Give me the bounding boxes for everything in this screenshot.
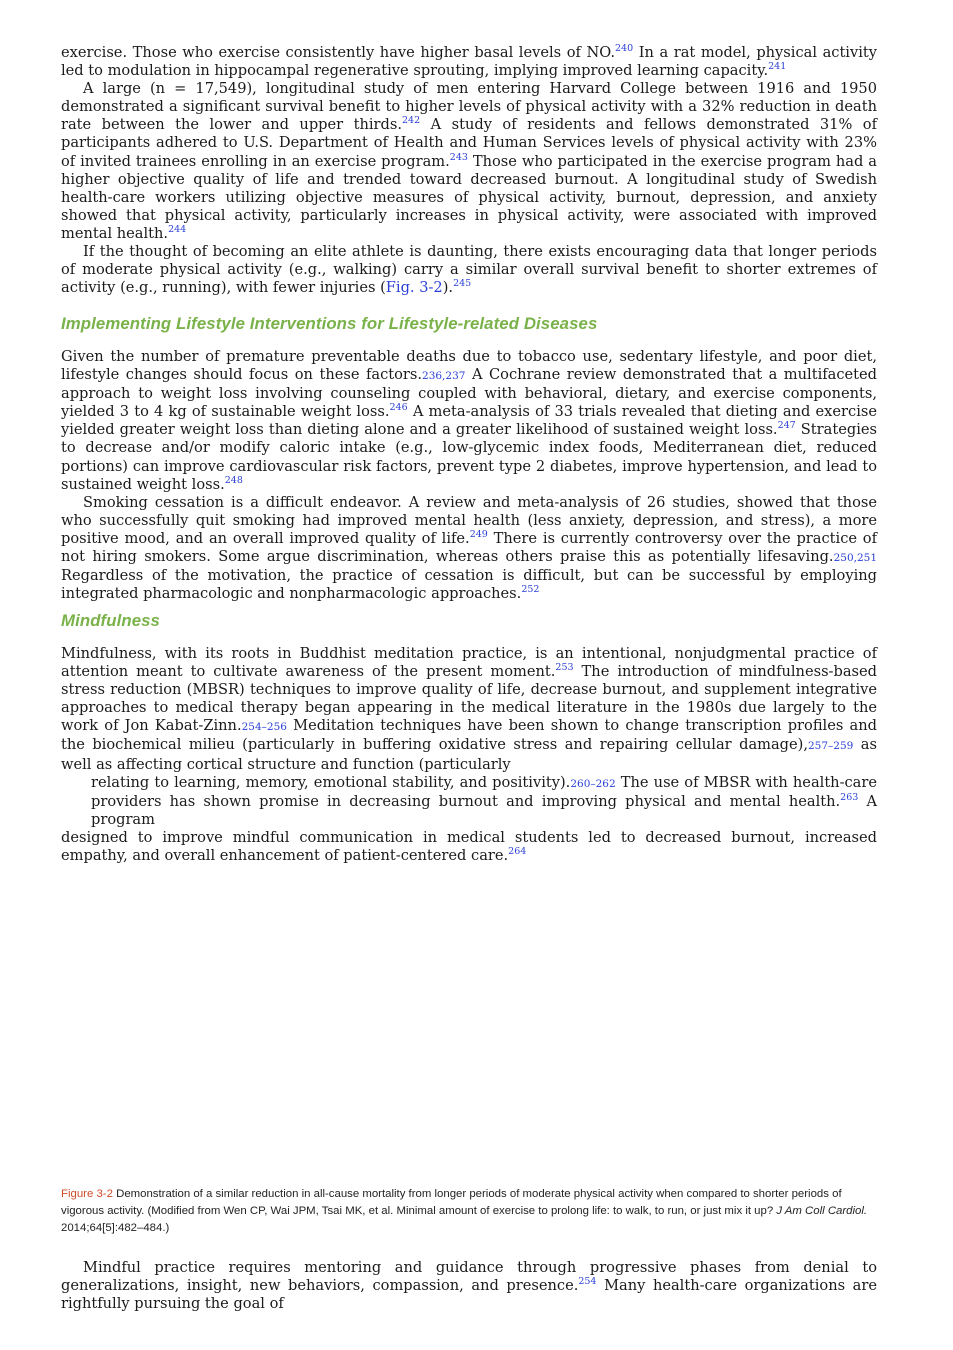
section-heading: Implementing Lifestyle Interventions for… xyxy=(61,314,598,333)
document-page: exercise. Those who exercise consistentl… xyxy=(61,44,877,1312)
paragraph: If the thought of becoming an elite athl… xyxy=(61,243,877,297)
closing-section: Mindful practice requires mentoring and … xyxy=(61,1259,877,1313)
reference-superscript[interactable]: 243 xyxy=(449,151,468,163)
reference-superscript[interactable]: 264 xyxy=(508,846,527,858)
figure-label: Figure 3-2 xyxy=(61,1188,113,1200)
reference-superscript[interactable]: 252 xyxy=(521,584,540,596)
reference-superscript[interactable]: 245 xyxy=(453,278,472,290)
implementing-section: Given the number of premature preventabl… xyxy=(61,348,877,603)
paragraph: exercise. Those who exercise consistentl… xyxy=(61,43,877,80)
reference-superscript[interactable]: 246 xyxy=(389,402,408,414)
reference-superscript[interactable]: 249 xyxy=(469,528,488,540)
figure-caption: Figure 3-2 Demonstration of a similar re… xyxy=(61,1188,868,1234)
reference-superscript[interactable]: 241 xyxy=(768,61,787,73)
figure-link[interactable]: Fig. 3-2 xyxy=(385,279,443,297)
paragraph: designed to improve mindful communicatio… xyxy=(61,828,877,865)
reference-superscript[interactable]: 253 xyxy=(555,662,574,674)
paragraph: Smoking cessation is a difficult endeavo… xyxy=(61,493,877,603)
reference-superscript[interactable]: 254 xyxy=(578,1276,597,1288)
paragraph: Mindful practice requires mentoring and … xyxy=(61,1259,877,1313)
reference-superscript[interactable]: 247 xyxy=(777,420,796,432)
reference-link[interactable]: 236,237 xyxy=(422,370,466,383)
reference-superscript[interactable]: 248 xyxy=(224,474,243,486)
mindfulness-section: Mindfulness, with its roots in Buddhist … xyxy=(61,645,877,865)
reference-superscript[interactable]: 242 xyxy=(401,115,421,127)
reference-superscript[interactable]: 263 xyxy=(840,791,859,803)
reference-link[interactable]: 250,251 xyxy=(833,552,877,565)
paragraph: Mindfulness, with its roots in Buddhist … xyxy=(61,645,877,773)
paragraph: Given the number of premature preventabl… xyxy=(61,348,877,493)
reference-superscript[interactable]: 244 xyxy=(168,223,187,235)
section-heading: Mindfulness xyxy=(61,611,160,630)
reference-superscript[interactable]: 240 xyxy=(615,43,634,54)
reference-link[interactable]: 257–259 xyxy=(808,740,854,753)
journal-name: J Am Coll Cardiol. xyxy=(776,1205,868,1217)
reference-link[interactable]: 260–262 xyxy=(570,777,616,790)
paragraph: A large (n = 17,549), longitudinal study… xyxy=(61,80,877,242)
intro-section: exercise. Those who exercise consistentl… xyxy=(61,44,877,297)
paragraph-indented-block: relating to learning, memory, emotional … xyxy=(91,773,877,828)
reference-link[interactable]: 254–256 xyxy=(241,721,287,734)
